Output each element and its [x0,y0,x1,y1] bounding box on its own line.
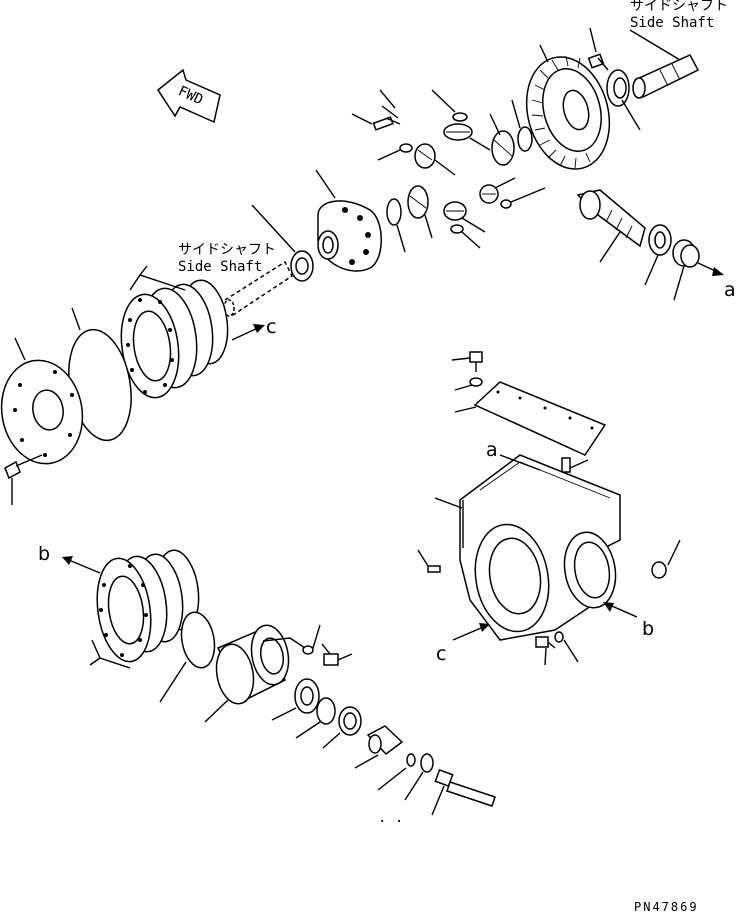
ref-b-label-right: b [642,618,654,640]
ref-a-label-case: a [486,439,498,461]
differential-bearing-left [251,204,314,282]
ref-b-label-left: b [38,543,50,565]
thrust-washer-left [386,198,406,253]
reference-arrow-c-mid: c [231,316,276,341]
inspection-cover-plate: a [454,381,607,471]
side-shaft-jp-label-mid: サイドシャフト [178,242,276,258]
o-ring-upper [68,307,132,442]
spider-pinion-gear-3 [443,201,486,249]
reference-arrow-a-right: a [697,262,736,301]
thrust-washer-small [377,143,413,161]
side-gear-washer-1 [511,99,533,152]
output-bearing-cup [295,697,336,739]
brake-disc-pack-upper [120,265,229,399]
reference-arrow-b-right: b [603,602,654,640]
coupling-washer [404,753,434,801]
side-shaft-en-label-top: Side Shaft [630,15,714,31]
reference-arrow-b-left: b [38,543,101,574]
spider-pinion-gear-1 [414,143,456,176]
case-plug [651,539,681,579]
brake-cage [204,624,306,723]
cage-bolt [302,624,353,666]
coupling-o-ring [377,753,416,791]
part-number: PN47869 [634,900,699,914]
side-gear-1 [489,113,515,166]
cover-plate-bolt [451,351,483,391]
ref-a-label-right: a [724,279,736,301]
differential-case [315,169,382,272]
coupling-bolt [431,769,496,816]
brake-housing-cover [0,337,84,465]
reference-arrow-c-bottom: c [436,623,490,665]
ring-gear-bolt [587,27,609,71]
brake-disc-pack-lower [89,549,200,669]
pinion-shaft-pins [351,89,401,131]
pinion-bearing-cone [672,239,700,301]
transmission-case [434,454,621,641]
case-drain-bolt [535,631,579,666]
ref-c-label-bottom: c [436,643,446,665]
side-shaft-mid [223,260,293,317]
cover-bolt [4,454,43,505]
bevel-pinion-gear [576,189,646,263]
ref-c-label-mid: c [266,316,276,338]
output-bearing [271,678,320,721]
o-ring-lower [159,611,216,703]
spider-pinion-gear-4 [479,177,546,209]
side-shaft-jp-label-top: サイドシャフト [630,0,728,14]
output-coupling [354,725,404,769]
ring-gear-bearing [606,69,641,131]
pinion-bearing [644,224,672,286]
oil-seal [322,706,362,749]
stray-marks: · · [378,814,403,830]
side-gear-2 [407,185,433,239]
case-dowel-pin [417,549,441,573]
side-shaft-en-label-mid: Side Shaft [178,259,262,275]
side-shaft-top [629,29,700,99]
fwd-direction-arrow: FWD [156,68,221,124]
bevel-ring-gear [525,44,611,170]
spider-pinion-gear-2 [431,89,491,151]
